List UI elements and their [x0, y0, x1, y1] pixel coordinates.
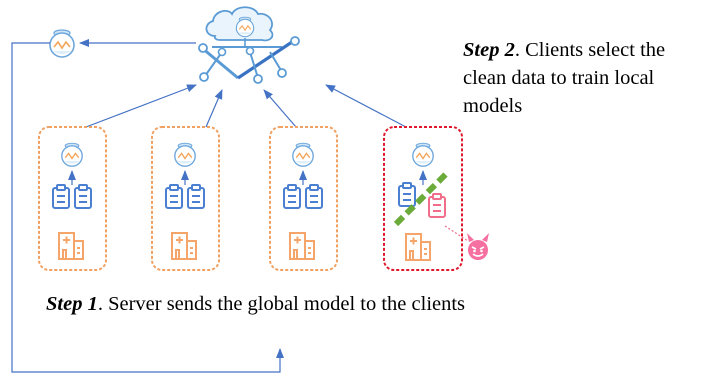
server-cloud-network-icon [198, 6, 300, 84]
hospital-icon [289, 232, 315, 260]
exclude-strike-line [393, 171, 449, 227]
global-model-icon [49, 29, 75, 58]
hospital-icon [171, 232, 197, 260]
step-2-text: . Clients select the clean data to train… [463, 39, 666, 117]
local-model-icon [61, 142, 83, 167]
clean-data-icon [398, 182, 416, 207]
step-2-caption: Step 2. Clients select the clean data to… [463, 36, 698, 120]
hospital-icon [58, 232, 84, 260]
clean-data-icon [52, 184, 92, 209]
local-model-icon [174, 142, 196, 167]
client-2 [151, 126, 220, 271]
client-4-malicious [383, 126, 489, 271]
step-1-caption: Step 1. Server sends the global model to… [46, 290, 516, 318]
client-3 [269, 126, 338, 271]
upload-arrows [85, 84, 407, 128]
step-2-label: Step 2 [463, 39, 515, 61]
poisoned-data-icon [428, 193, 446, 218]
global-model-broadcast-loop [11, 39, 284, 373]
local-model-icon [412, 142, 434, 167]
clean-data-icon [283, 184, 323, 209]
local-model-icon [292, 142, 314, 167]
step-1-label: Step 1 [46, 293, 98, 315]
clean-data-icon [165, 184, 205, 209]
hospital-icon [405, 233, 431, 261]
client-1 [38, 126, 107, 271]
step-1-text: . Server sends the global model to the c… [97, 293, 466, 315]
devil-face-icon [467, 233, 489, 260]
